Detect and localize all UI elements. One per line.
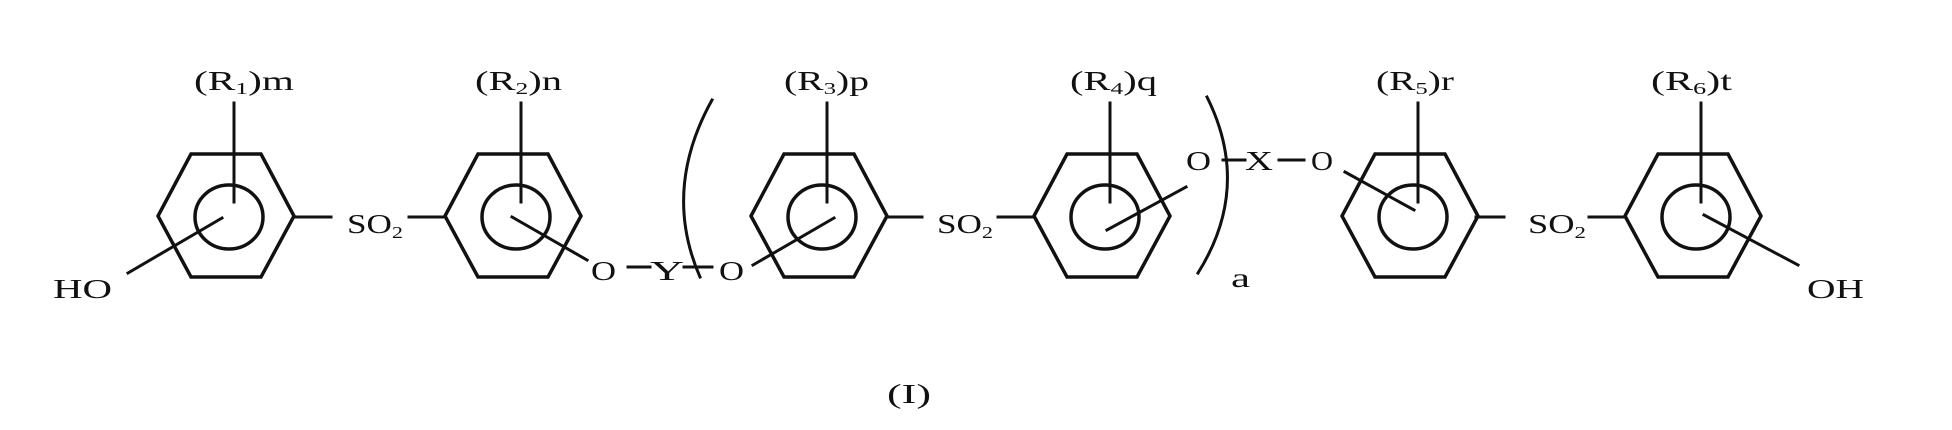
substituent-label-r1: (R1)m bbox=[194, 66, 294, 98]
repeat-subscript-a: a bbox=[1231, 263, 1250, 293]
oxygen-1: O bbox=[591, 256, 616, 286]
aromatic-circle bbox=[482, 185, 550, 249]
benzene-ring-6 bbox=[1625, 103, 1761, 277]
substituent-label-r2: (R2)n bbox=[475, 66, 563, 98]
linker-y: Y bbox=[650, 256, 684, 286]
hexagon bbox=[158, 154, 294, 277]
aromatic-circle bbox=[1379, 185, 1447, 249]
oxygen-2: O bbox=[719, 256, 744, 286]
aromatic-circle bbox=[1662, 185, 1730, 249]
open-parenthesis bbox=[684, 100, 712, 277]
substituent-label-r6: (R6)t bbox=[1651, 66, 1733, 98]
benzene-ring-4 bbox=[1034, 103, 1170, 277]
hexagon bbox=[1034, 154, 1170, 277]
bond-ho-ring1 bbox=[128, 218, 222, 273]
benzene-ring-5 bbox=[1342, 103, 1478, 277]
benzene-ring-2 bbox=[445, 103, 581, 277]
substituent-label-r4: (R4)q bbox=[1070, 66, 1158, 98]
oxygen-3: O bbox=[1186, 146, 1211, 176]
sulfonyl-1: SO2 bbox=[347, 209, 403, 242]
substituent-label-r5: (R5)r bbox=[1376, 66, 1454, 98]
hexagon bbox=[1625, 154, 1761, 277]
hydroxyl-right: OH bbox=[1807, 274, 1864, 304]
hexagon bbox=[1342, 154, 1478, 277]
benzene-ring-3 bbox=[751, 103, 887, 277]
hydroxyl-left: HO bbox=[53, 274, 112, 304]
close-parenthesis bbox=[1198, 97, 1227, 273]
bond-ring4-o bbox=[1107, 187, 1186, 230]
formula-number: (I) bbox=[887, 379, 931, 409]
substituent-label-r3: (R3)p bbox=[784, 66, 869, 98]
aromatic-circle bbox=[195, 185, 263, 249]
hexagon bbox=[445, 154, 581, 277]
linker-x: X bbox=[1245, 146, 1274, 176]
oxygen-4: O bbox=[1311, 146, 1333, 176]
sulfonyl-2: SO2 bbox=[937, 209, 993, 242]
sulfonyl-3: SO2 bbox=[1528, 209, 1586, 242]
hexagon bbox=[751, 154, 887, 277]
benzene-ring-1 bbox=[158, 103, 294, 277]
